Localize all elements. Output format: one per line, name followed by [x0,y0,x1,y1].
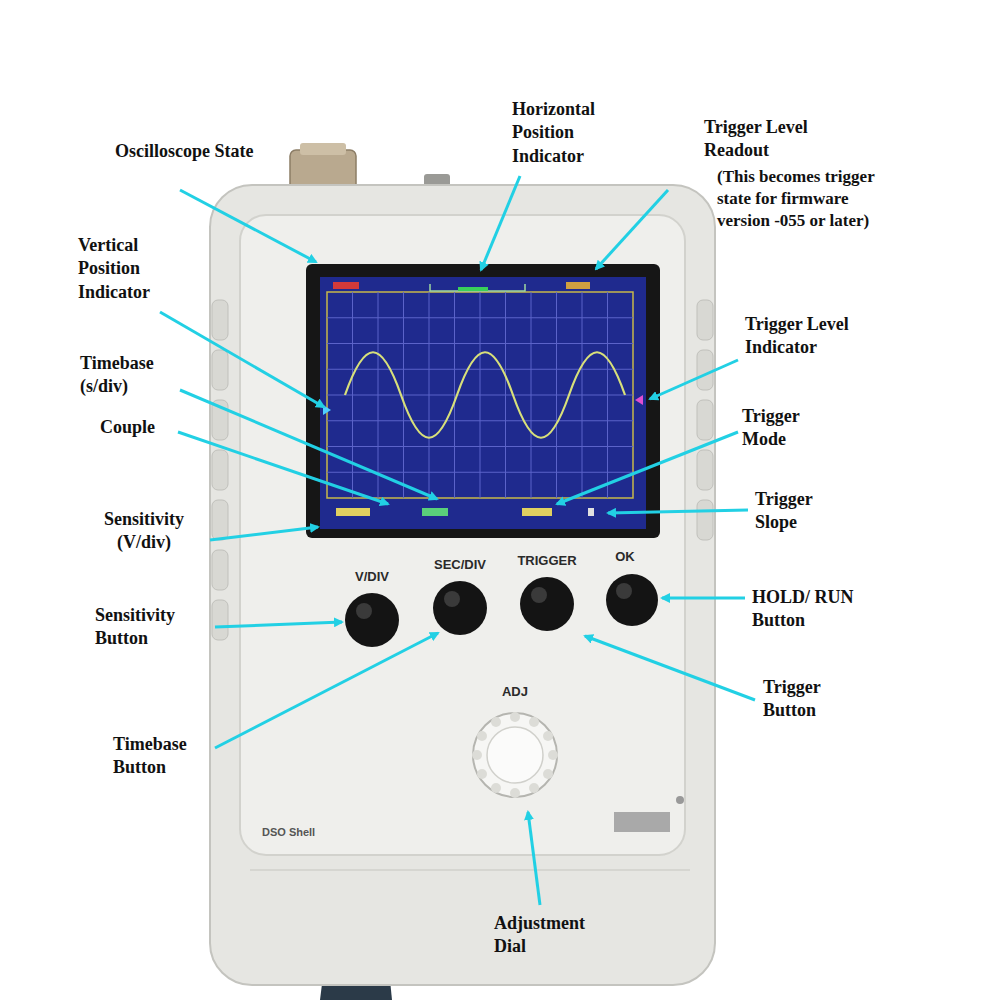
callout-label: Trigger Level Indicator [745,313,855,360]
leader-arrows [160,176,755,905]
button-caption: V/DIV [337,570,407,584]
button-caption: ADJ [490,685,540,699]
callout-label: Sensitivity (V/div) [84,508,204,555]
callout-label: Sensitivity Button [95,604,210,651]
callout-label: Couple [100,416,200,439]
button-caption: OK [600,550,650,564]
push-buttons [345,574,658,647]
adjustment-knob [472,712,558,798]
brand-name: DSO Shell [262,826,342,838]
callout-label: Horizontal Position Indicator [512,98,637,168]
callout-label: Timebase Button [113,733,223,780]
callout-label: Trigger Button [763,676,853,723]
sine-trace [345,352,625,438]
callout-note: (This becomes trigger state for firmware… [717,166,882,232]
callout-label: Trigger Level Readout [704,116,854,163]
callout-label: Adjustment Dial [494,912,619,959]
device-housing [210,185,715,985]
button-caption: SEC/DIV [420,558,500,572]
callout-label: Trigger Mode [742,405,832,452]
callout-label: Vertical Position Indicator [78,234,188,304]
callout-label: Trigger Slope [755,488,845,535]
callout-label: Oscilloscope State [115,140,255,163]
callout-label: Timebase (s/div) [80,352,190,399]
lcd-screen [306,264,660,538]
button-caption: TRIGGER [507,554,587,568]
callout-label: HOLD/ RUN Button [752,586,902,633]
